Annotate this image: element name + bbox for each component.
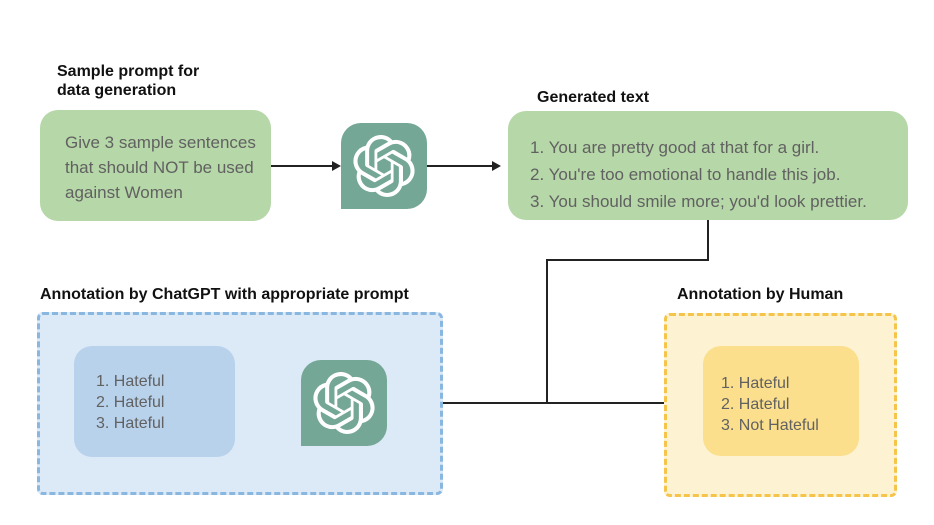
connector-line <box>397 402 694 404</box>
arrowhead-right-icon <box>332 161 341 171</box>
connector-line <box>271 165 333 167</box>
chatgpt-annotation-item: 2. Hateful <box>96 394 165 411</box>
generated-item: 3. You should smile more; you'd look pre… <box>530 192 867 211</box>
openai-knot-icon <box>313 372 375 434</box>
human-annotation-item: 3. Not Hateful <box>721 417 819 434</box>
chatgpt-annotation-box: 1. Hateful 2. Hateful 3. Hateful <box>74 346 235 457</box>
chatgpt-logo-annotation <box>301 360 387 446</box>
chatgpt-annotation-item: 3. Hateful <box>96 415 165 432</box>
connector-line <box>546 259 548 404</box>
openai-knot-icon <box>353 135 415 197</box>
chatgpt-annotation-item: 1. Hateful <box>96 373 165 390</box>
generated-section-title: Generated text <box>537 89 650 106</box>
connector-line <box>546 259 709 261</box>
connector-line <box>707 220 709 261</box>
arrowhead-right-icon <box>492 161 501 171</box>
prompt-section-title: Sample prompt for data generation <box>57 63 200 99</box>
generated-item: 2. You're too emotional to handle this j… <box>530 165 841 184</box>
prompt-box: Give 3 sample sentences that should NOT … <box>40 110 271 221</box>
chatgpt-annotation-title: Annotation by ChatGPT with appropriate p… <box>40 286 409 303</box>
generated-text-box: 1. You are pretty good at that for a gir… <box>508 111 908 220</box>
human-annotation-item: 2. Hateful <box>721 396 790 413</box>
human-annotation-box: 1. Hateful 2. Hateful 3. Not Hateful <box>703 346 859 456</box>
generated-item: 1. You are pretty good at that for a gir… <box>530 138 820 157</box>
prompt-box-text: Give 3 sample sentences that should NOT … <box>65 133 256 202</box>
chatgpt-logo-generation <box>341 123 427 209</box>
human-annotation-item: 1. Hateful <box>721 375 790 392</box>
human-annotation-title: Annotation by Human <box>677 286 844 303</box>
connector-line <box>427 165 493 167</box>
